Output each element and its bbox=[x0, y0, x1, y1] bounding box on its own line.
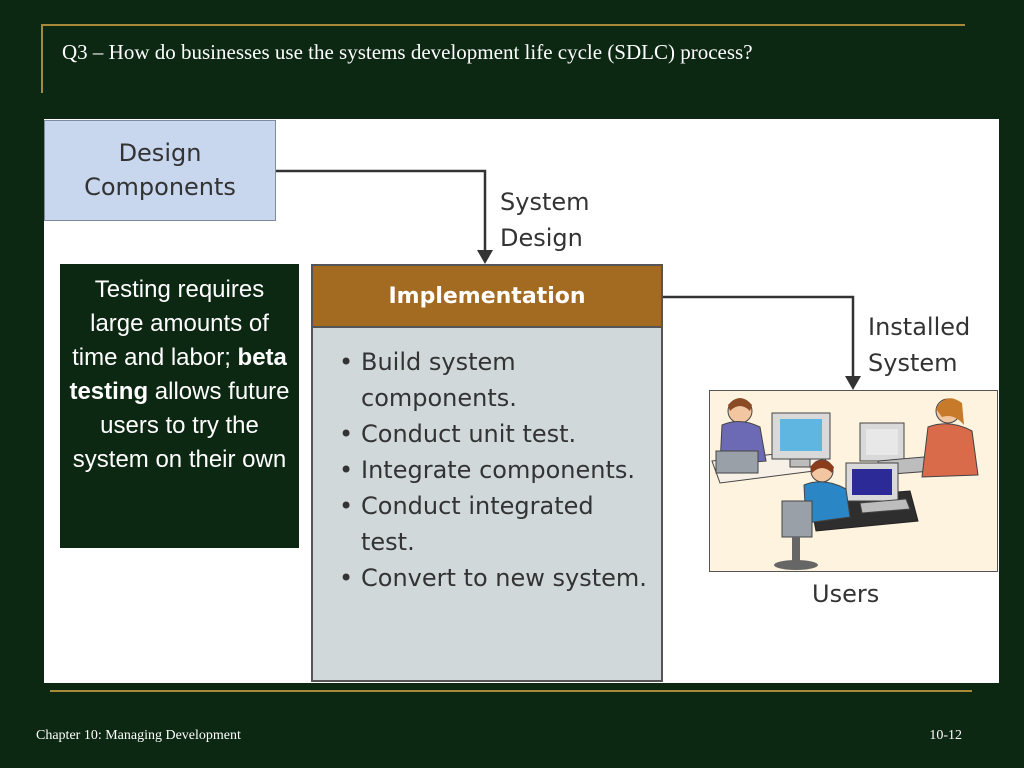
users-label: Users bbox=[812, 580, 880, 608]
users-illustration-frame bbox=[709, 390, 998, 572]
note-emphasis: beta testing bbox=[69, 344, 287, 405]
center-person-body bbox=[803, 481, 851, 524]
note-text-after: allows future users to try the system on… bbox=[72, 378, 290, 473]
installed-system-label: Installed System bbox=[868, 313, 971, 377]
implementation-header: Implementation bbox=[313, 266, 661, 328]
design-components-box: Design Components bbox=[44, 120, 276, 221]
slide-title: Q3 – How do businesses use the systems d… bbox=[62, 40, 753, 64]
center-keyboard bbox=[859, 498, 911, 514]
implementation-title: Implementation bbox=[388, 283, 586, 309]
left-chair bbox=[715, 450, 759, 474]
center-chair-base bbox=[774, 560, 818, 570]
title-left-rule bbox=[41, 25, 43, 93]
implementation-step: Conduct integrated test. bbox=[339, 488, 651, 560]
right-monitor-screen bbox=[866, 429, 898, 455]
chapter-footer: Chapter 10: Managing Development bbox=[36, 728, 241, 743]
office-workers-icon bbox=[710, 391, 997, 571]
implementation-step: Conduct unit test. bbox=[339, 416, 651, 452]
note-text-before: Testing requires large amounts of time a… bbox=[72, 276, 269, 371]
implementation-steps: Build system components. Conduct unit te… bbox=[313, 328, 661, 596]
left-monitor-stand bbox=[789, 458, 811, 468]
center-person-hair bbox=[810, 460, 834, 473]
center-monitor-screen bbox=[852, 469, 892, 495]
left-monitor-screen bbox=[780, 419, 822, 451]
page-number: 10-12 bbox=[929, 728, 962, 743]
left-person-hair bbox=[728, 398, 752, 411]
design-components-label: Design Components bbox=[84, 138, 236, 201]
system-design-label: System Design bbox=[500, 188, 590, 252]
center-chair-post bbox=[792, 537, 800, 563]
right-person-hair bbox=[936, 398, 964, 425]
implementation-box: Implementation Build system components. … bbox=[311, 264, 663, 682]
implementation-step: Integrate components. bbox=[339, 452, 651, 488]
title-top-rule bbox=[41, 24, 965, 26]
beta-testing-note: Testing requires large amounts of time a… bbox=[60, 264, 299, 548]
right-person-body bbox=[921, 423, 979, 478]
implementation-step: Convert to new system. bbox=[339, 560, 651, 596]
implementation-step: Build system components. bbox=[339, 344, 651, 416]
center-chair bbox=[781, 500, 813, 538]
footer-rule bbox=[50, 690, 972, 692]
